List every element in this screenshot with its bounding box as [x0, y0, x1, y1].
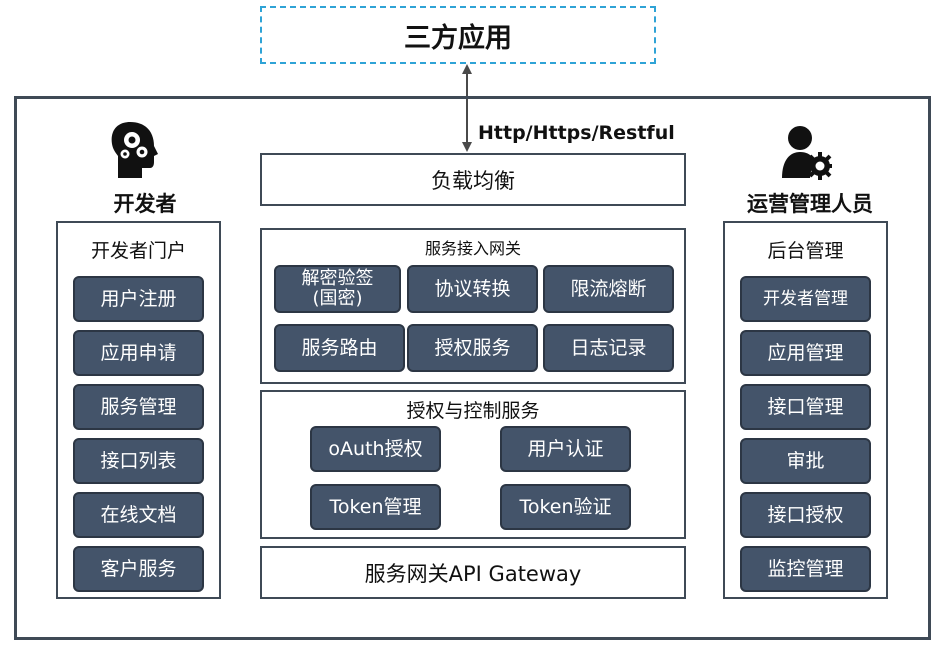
bidirectional-arrow-icon	[462, 64, 472, 152]
app-manage-button[interactable]: 应用管理	[740, 330, 871, 376]
monitor-manage-button[interactable]: 监控管理	[740, 546, 871, 592]
api-manage-button[interactable]: 接口管理	[740, 384, 871, 430]
protocol-label: Http/Https/Restful	[478, 122, 675, 144]
load-balancer-box: 负载均衡	[260, 153, 686, 206]
developer-gear-head-icon	[111, 122, 158, 178]
user-register-button[interactable]: 用户注册	[73, 276, 204, 322]
token-manage-button[interactable]: Token管理	[310, 484, 441, 530]
auth-control-title: 授权与控制服务	[406, 399, 540, 422]
platform-frame	[14, 96, 931, 640]
user-auth-button[interactable]: 用户认证	[500, 426, 631, 472]
service-manage-button[interactable]: 服务管理	[73, 384, 204, 430]
protocol-convert-button[interactable]: 协议转换	[407, 265, 538, 313]
third-party-app-label: 三方应用	[404, 22, 512, 54]
backend-management-title: 后台管理	[767, 239, 844, 262]
operations-role-title: 运营管理人员	[747, 192, 873, 216]
online-docs-button[interactable]: 在线文档	[73, 492, 204, 538]
app-apply-button[interactable]: 应用申请	[73, 330, 204, 376]
rate-limit-circuit-breaker-button[interactable]: 限流熔断	[543, 265, 674, 313]
admin-user-gear-icon	[782, 126, 832, 180]
token-verify-button[interactable]: Token验证	[500, 484, 631, 530]
developer-portal-title: 开发者门户	[90, 239, 186, 262]
customer-service-button[interactable]: 客户服务	[73, 546, 204, 592]
oauth-button[interactable]: oAuth授权	[310, 426, 441, 472]
approval-button[interactable]: 审批	[740, 438, 871, 484]
decrypt-verify-button[interactable]: 解密验签 (国密)	[274, 265, 401, 313]
api-gateway-box: 服务网关API Gateway	[260, 546, 686, 599]
authorization-service-button[interactable]: 授权服务	[407, 324, 538, 372]
log-record-button[interactable]: 日志记录	[543, 324, 674, 372]
access-gateway-title: 服务接入网关	[424, 239, 521, 258]
developer-role-title: 开发者	[113, 192, 177, 216]
api-authorize-button[interactable]: 接口授权	[740, 492, 871, 538]
api-list-button[interactable]: 接口列表	[73, 438, 204, 484]
developer-manage-button[interactable]: 开发者管理	[740, 276, 871, 322]
third-party-app-box: 三方应用	[260, 6, 656, 64]
service-routing-button[interactable]: 服务路由	[274, 324, 405, 372]
